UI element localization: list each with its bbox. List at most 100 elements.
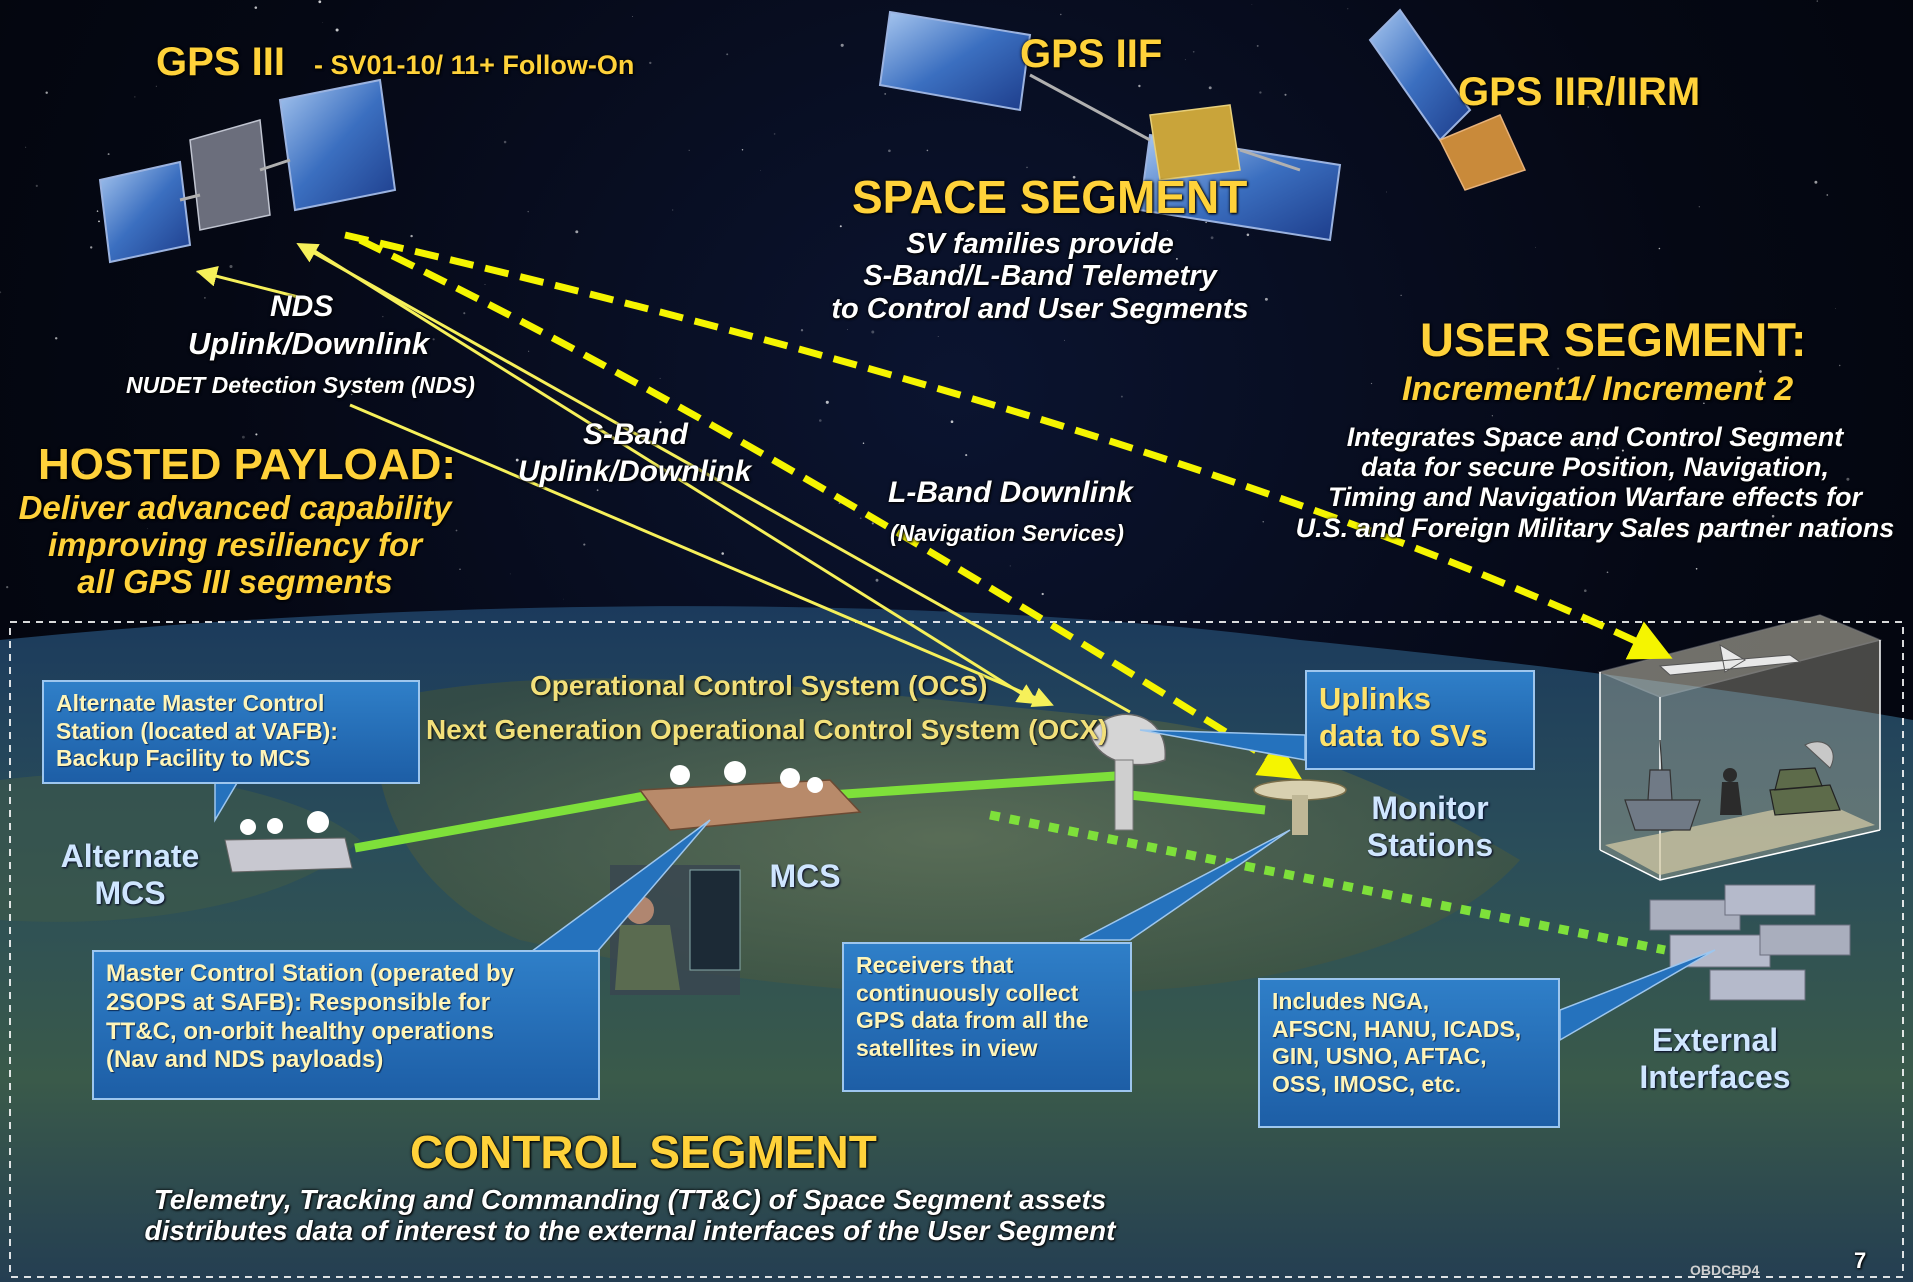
star	[1184, 59, 1186, 61]
star	[1658, 247, 1661, 250]
includes-pointer	[1559, 949, 1716, 1042]
star	[322, 21, 324, 23]
star	[926, 149, 929, 152]
star	[659, 421, 662, 424]
star	[484, 284, 486, 285]
external-interfaces-label: External Interfaces	[1639, 1022, 1791, 1095]
star	[1046, 197, 1047, 199]
star	[1264, 297, 1268, 301]
star	[509, 573, 511, 575]
nds-uplink-line	[304, 243, 1039, 705]
star	[254, 6, 258, 9]
star	[1009, 252, 1011, 254]
star	[318, 0, 322, 4]
star	[688, 149, 690, 152]
star	[455, 529, 458, 532]
star	[147, 528, 149, 530]
star	[1621, 449, 1624, 452]
star	[527, 210, 529, 213]
user-segment-box	[1597, 614, 1883, 881]
star	[45, 91, 48, 94]
external-interfaces-callout: Includes NGA, AFSCN, HANU, ICADS, GIN, U…	[1258, 978, 1560, 1128]
alt-mcs-link	[354, 790, 651, 853]
gps-iii-label: GPS III	[156, 40, 285, 84]
receivers-callout: Receivers that continuously collect GPS …	[842, 942, 1132, 1092]
star	[196, 270, 199, 274]
star	[1152, 239, 1155, 243]
star	[596, 489, 599, 492]
user-segment-description: Integrates Space and Control Segment dat…	[1295, 422, 1895, 543]
nds-link-arrow	[195, 265, 311, 302]
star	[649, 61, 652, 65]
sband-uplink-line	[296, 242, 1131, 714]
star	[6, 585, 9, 589]
star	[632, 16, 633, 17]
star	[896, 263, 899, 266]
star	[871, 522, 874, 525]
star	[459, 568, 461, 570]
star	[1026, 497, 1029, 500]
star	[1041, 592, 1044, 596]
star	[1166, 230, 1168, 231]
lband-link-title: L-Band Downlink	[888, 476, 1133, 509]
star	[1579, 444, 1582, 447]
star	[862, 442, 865, 445]
star	[1120, 264, 1122, 266]
star	[1814, 180, 1818, 184]
star	[672, 209, 674, 211]
star	[1703, 402, 1705, 404]
star	[721, 552, 724, 555]
gps-iii-satellite-icon	[98, 78, 397, 264]
star	[1370, 382, 1373, 385]
hosted-payload-title: HOSTED PAYLOAD:	[38, 440, 457, 489]
star	[1596, 447, 1599, 450]
star	[1491, 415, 1493, 417]
star	[335, 28, 339, 32]
star	[1072, 175, 1076, 179]
star	[1347, 8, 1349, 10]
star	[1060, 13, 1062, 16]
star	[503, 140, 507, 144]
star	[847, 329, 849, 331]
soldier-icon	[1720, 768, 1742, 815]
ship-icon	[1624, 739, 1701, 831]
alt-mcs-callout: Alternate Master Control Station (locate…	[42, 680, 420, 784]
star	[840, 43, 844, 47]
star	[107, 153, 110, 156]
star	[1835, 308, 1836, 310]
dish-icon	[1804, 741, 1834, 769]
star	[773, 133, 776, 135]
star	[1826, 194, 1829, 196]
star	[1262, 521, 1264, 523]
star	[1816, 0, 1819, 2]
star	[1400, 294, 1402, 296]
star	[950, 420, 954, 424]
star	[463, 312, 466, 315]
external-link	[989, 810, 1666, 955]
star	[255, 433, 258, 436]
star	[1698, 206, 1700, 208]
star	[847, 303, 849, 305]
receivers-pointer	[1079, 829, 1291, 941]
star	[382, 315, 384, 318]
star	[1064, 339, 1065, 341]
sband-link-title: S-Band	[583, 418, 688, 451]
star	[324, 476, 327, 479]
star	[351, 393, 353, 396]
star	[1026, 166, 1028, 169]
star	[562, 598, 564, 600]
star	[1557, 367, 1560, 370]
star	[1838, 364, 1841, 367]
star	[229, 264, 233, 269]
star	[726, 53, 729, 56]
footer-code: OBDCBD4	[1690, 1262, 1760, 1278]
star	[659, 377, 661, 379]
star	[1259, 91, 1262, 94]
star	[81, 470, 85, 475]
star	[871, 330, 875, 334]
star	[1176, 258, 1178, 260]
star	[1771, 514, 1775, 518]
star	[134, 96, 136, 98]
gps-iif-satellite-icon	[878, 10, 1342, 242]
